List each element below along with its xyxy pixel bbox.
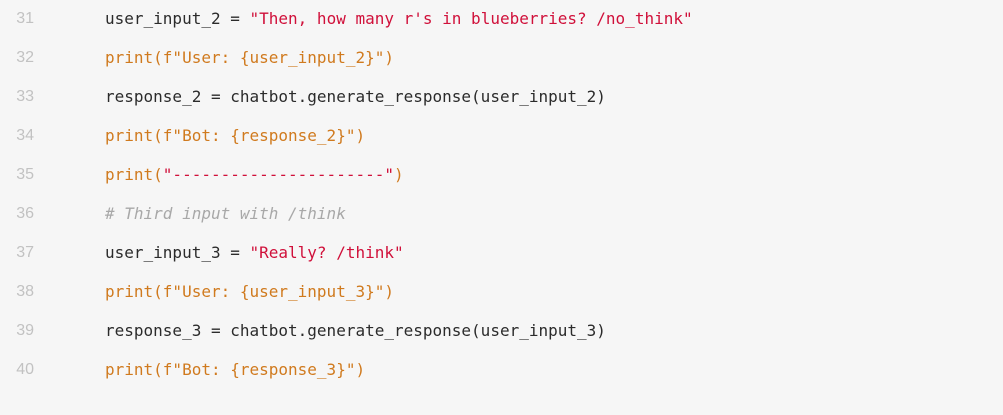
code-token-plain: user_input_2 = xyxy=(105,9,250,28)
code-text[interactable]: print(f"Bot: {response_2}") xyxy=(105,120,365,152)
code-token-str: "Then, how many r's in blueberries? /no_… xyxy=(249,9,693,28)
code-token-plain: response_3 = chatbot.generate_response(u… xyxy=(105,321,606,340)
code-token-fn: print(f"User: {user_input_3}") xyxy=(105,282,394,301)
code-line[interactable]: 35 print("----------------------") xyxy=(0,159,1003,198)
code-line[interactable]: 36 # Third input with /think xyxy=(0,198,1003,237)
code-text[interactable]: print("----------------------") xyxy=(105,159,404,191)
code-line[interactable]: 39 response_3 = chatbot.generate_response… xyxy=(0,315,1003,354)
code-text[interactable]: print(f"User: {user_input_2}") xyxy=(105,42,394,74)
code-token-str: "Really? /think" xyxy=(249,243,404,262)
code-line[interactable]: 31 user_input_2 = "Then, how many r's in … xyxy=(0,3,1003,42)
code-line[interactable]: 32 print(f"User: {user_input_2}") xyxy=(0,42,1003,81)
line-number: 40 xyxy=(16,361,34,378)
line-number: 38 xyxy=(16,283,34,300)
code-text[interactable]: print(f"User: {user_input_3}") xyxy=(105,276,394,308)
code-text[interactable]: user_input_2 = "Then, how many r's in bl… xyxy=(105,3,693,35)
line-number: 31 xyxy=(16,10,34,27)
code-line[interactable]: 40 print(f"Bot: {response_3}") xyxy=(0,354,1003,393)
code-token-plain: response_2 = chatbot.generate_response(u… xyxy=(105,87,606,106)
line-number: 35 xyxy=(16,166,34,183)
code-token-str: "----------------------" xyxy=(162,165,394,184)
line-number: 32 xyxy=(16,49,34,66)
code-text[interactable]: # Third input with /think xyxy=(105,198,346,230)
line-number: 37 xyxy=(16,244,34,261)
code-token-fn: ) xyxy=(393,165,404,184)
code-line[interactable]: 37 user_input_3 = "Really? /think" xyxy=(0,237,1003,276)
code-token-plain: user_input_3 = xyxy=(105,243,250,262)
code-token-cm: # Third input with /think xyxy=(105,204,346,223)
code-line[interactable]: 38 print(f"User: {user_input_3}") xyxy=(0,276,1003,315)
code-text[interactable]: response_3 = chatbot.generate_response(u… xyxy=(105,315,606,347)
line-number: 34 xyxy=(16,127,34,144)
code-token-fn: print(f"Bot: {response_2}") xyxy=(105,126,366,145)
code-token-fn: print(f"Bot: {response_3}") xyxy=(105,360,366,379)
code-token-fn: print(f"User: {user_input_2}") xyxy=(105,48,394,67)
code-text[interactable]: response_2 = chatbot.generate_response(u… xyxy=(105,81,606,113)
line-number: 36 xyxy=(16,205,34,222)
line-number: 33 xyxy=(16,88,34,105)
line-number: 39 xyxy=(16,322,34,339)
code-line[interactable]: 33 response_2 = chatbot.generate_response… xyxy=(0,81,1003,120)
code-text[interactable]: print(f"Bot: {response_3}") xyxy=(105,354,365,386)
code-text[interactable]: user_input_3 = "Really? /think" xyxy=(105,237,404,269)
code-token-fn: print( xyxy=(105,165,163,184)
code-line[interactable]: 34 print(f"Bot: {response_2}") xyxy=(0,120,1003,159)
